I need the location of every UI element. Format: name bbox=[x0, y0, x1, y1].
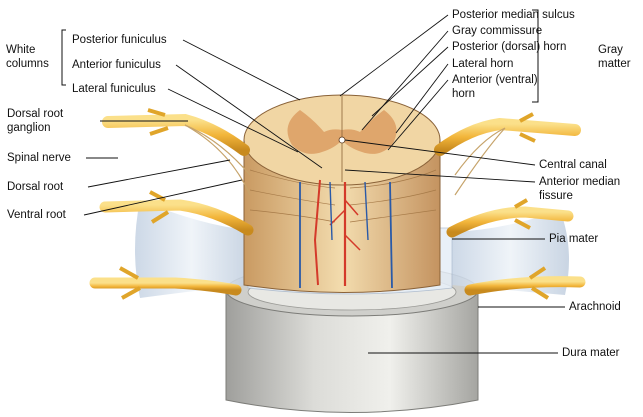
anterior-median-fissure-label-line-1: Anterior median bbox=[539, 176, 621, 188]
gray-matter-bracket bbox=[532, 9, 539, 103]
dorsal-root-ganglion-label-line-1: Dorsal root bbox=[7, 108, 64, 120]
gray-matter-label-line-2: matter bbox=[598, 58, 631, 70]
spinal-cord-body bbox=[243, 94, 441, 293]
white-columns-label-line-1: White bbox=[6, 44, 36, 56]
posterior-dorsal-horn-label: Posterior (dorsal) horn bbox=[452, 41, 567, 53]
white-columns-bracket bbox=[61, 29, 66, 86]
posterior-funiculus-label: Posterior funiculus bbox=[72, 34, 167, 46]
anterior-ventral-horn-label-line-1: Anterior (ventral) bbox=[452, 74, 538, 86]
nerve-roots bbox=[89, 108, 586, 300]
anterior-funiculus-label: Anterior funiculus bbox=[72, 59, 161, 71]
dorsal-root-label: Dorsal root bbox=[7, 181, 64, 193]
dura-mater-label: Dura mater bbox=[562, 347, 620, 359]
anterior-ventral-horn-label-line-2: horn bbox=[452, 88, 476, 100]
dorsal-root-ganglion-label-line-2: ganglion bbox=[7, 122, 51, 134]
ventral-root-label: Ventral root bbox=[7, 209, 66, 221]
gray-commissure-label: Gray commissure bbox=[452, 25, 543, 37]
anterior-median-fissure-label-line-2: fissure bbox=[539, 190, 573, 202]
gray-matter-label-line-1: Gray bbox=[598, 44, 623, 56]
leader-lines bbox=[83, 14, 565, 354]
lateral-funiculus-label: Lateral funiculus bbox=[72, 83, 156, 95]
arachnoid-label: Arachnoid bbox=[569, 301, 621, 313]
pia-mater-label: Pia mater bbox=[549, 233, 599, 245]
posterior-median-sulcus-label: Posterior median sulcus bbox=[452, 9, 575, 21]
central-canal-label: Central canal bbox=[539, 159, 607, 171]
white-columns-label-line-2: columns bbox=[6, 58, 49, 70]
lateral-horn-label: Lateral horn bbox=[452, 58, 514, 70]
spinal-nerve-label: Spinal nerve bbox=[7, 152, 71, 164]
